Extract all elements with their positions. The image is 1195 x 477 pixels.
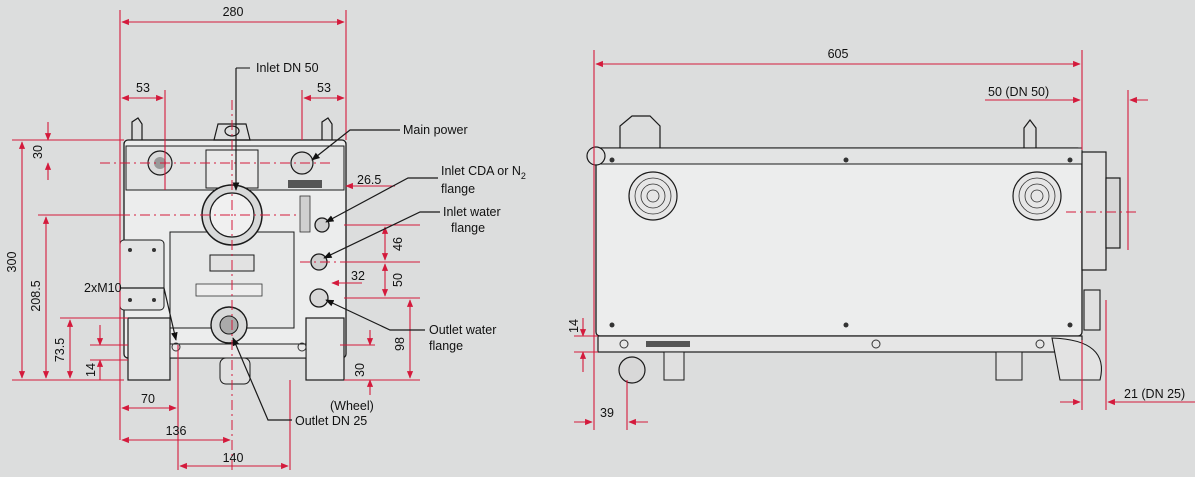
dim-14-side: 14 (567, 319, 581, 333)
dim-39: 39 (600, 406, 614, 420)
dim-98: 98 (393, 337, 407, 351)
callout-inlet-cda-flange: flange (441, 182, 475, 196)
front-view: 280 53 53 30 300 208.5 73.5 14 70 136 14… (5, 5, 526, 470)
callout-outlet-water-flange: flange (429, 339, 463, 353)
dim-50-dn50: 50 (DN 50) (988, 85, 1049, 99)
outlet-water-port (309, 288, 329, 308)
pump-side-housing (595, 147, 1083, 337)
dim-14: 14 (84, 363, 98, 377)
callout-inlet-water: Inlet water (443, 205, 501, 219)
dim-300: 300 (5, 252, 19, 273)
dim-605: 605 (828, 47, 849, 61)
lifting-eye (619, 115, 661, 148)
dim-73-5: 73.5 (53, 338, 67, 362)
callout-main-power: Main power (403, 123, 468, 137)
lifting-eye (321, 117, 333, 140)
callout-inlet-water-flange: flange (451, 221, 485, 235)
dim-53-left: 53 (136, 81, 150, 95)
dim-30-wheel: 30 (353, 363, 367, 377)
callout-inlet-dn50: Inlet DN 50 (256, 61, 319, 75)
dim-136: 136 (166, 424, 187, 438)
dim-21-dn25: 21 (DN 25) (1124, 387, 1185, 401)
fan-grille-right (1012, 171, 1062, 221)
cda-n2-flange (314, 217, 330, 233)
dim-50: 50 (391, 273, 405, 287)
lifting-eye (1023, 119, 1037, 148)
front-foot (127, 317, 171, 381)
wheel-note: (Wheel) (330, 399, 374, 413)
wheel (618, 356, 646, 384)
dim-70: 70 (141, 392, 155, 406)
rear-wheel (1051, 337, 1102, 381)
front-foot (305, 317, 345, 381)
outlet-dn25-side (1083, 289, 1101, 331)
callout-outlet-water: Outlet water (429, 323, 496, 337)
dim-26-5: 26.5 (357, 173, 381, 187)
inlet-dn50-side (1081, 151, 1107, 271)
lifting-eye (131, 117, 143, 140)
side-cover-plate (119, 239, 165, 311)
side-view: 605 50 (DN 50) 21 (DN 25) 14 39 (567, 47, 1195, 430)
dim-208-5: 208.5 (29, 280, 43, 311)
callout-outlet-dn25: Outlet DN 25 (295, 414, 367, 428)
dim-53-right: 53 (317, 81, 331, 95)
dim-30: 30 (31, 145, 45, 159)
fan-grille-left (628, 171, 678, 221)
dim-32: 32 (351, 269, 365, 283)
dim-46: 46 (391, 237, 405, 251)
top-handle (213, 123, 251, 141)
callout-thread-m10: 2xM10 (84, 281, 122, 295)
dim-140: 140 (223, 451, 244, 465)
dim-280: 280 (223, 5, 244, 19)
callout-inlet-cda: Inlet CDA or N2 (441, 164, 526, 181)
